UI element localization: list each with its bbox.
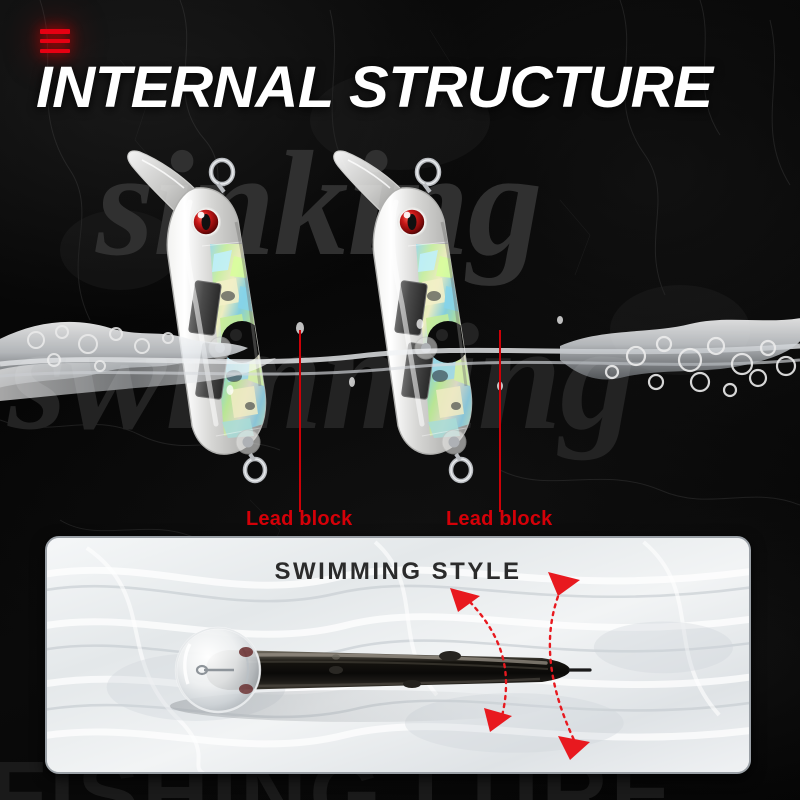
arrowhead-lower-right (558, 736, 590, 760)
belly-hook-hanger (414, 336, 438, 360)
lead-block-label-left: Lead block (246, 508, 353, 530)
tail-hook-eyelet (235, 429, 268, 484)
callout-leader-line-left (299, 330, 301, 512)
arrowhead-group (450, 572, 590, 760)
arrowhead-upper-right (548, 572, 580, 596)
lure-lip-front (174, 626, 262, 714)
callout-leader-line-right (499, 330, 501, 512)
lure-line-eyelet (208, 157, 236, 194)
lead-block-label-right: Lead block (446, 508, 553, 530)
water-texture-background (47, 538, 749, 772)
hamburger-bar-2 (40, 38, 70, 44)
page-title: INTERNAL STRUCTURE (36, 55, 713, 120)
tail-hook-eyelet (441, 429, 474, 484)
arrowhead-upper-left (450, 588, 480, 612)
hamburger-bar-1 (40, 29, 70, 34)
lure-front-view (170, 626, 592, 722)
lure-eye (397, 207, 427, 237)
belly-hook-hanger (208, 336, 232, 360)
arrowhead-lower-left (484, 708, 512, 732)
swimming-style-title: SWIMMING STYLE (274, 558, 522, 585)
lure-eye (191, 207, 221, 237)
hamburger-menu-icon[interactable] (40, 29, 70, 53)
front-view-hook-hangers (329, 651, 461, 688)
wobble-motion-arrows (450, 572, 590, 760)
lure-line-eyelet (414, 157, 442, 194)
lure-left (127, 150, 268, 484)
hamburger-bar-3 (40, 48, 70, 53)
